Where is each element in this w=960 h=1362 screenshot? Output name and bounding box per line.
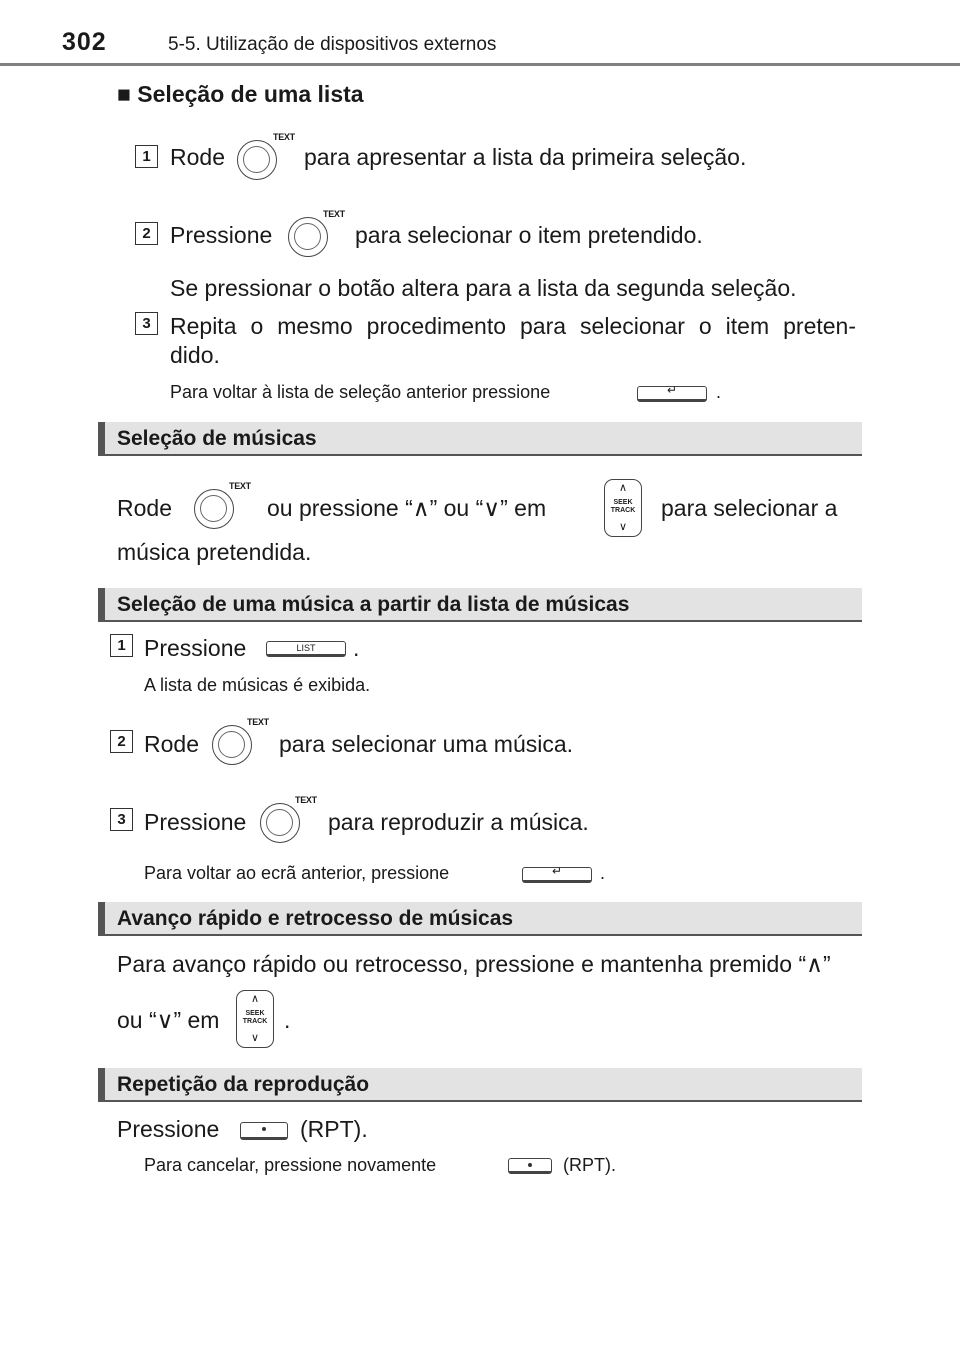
tune-knob-icon bbox=[237, 140, 277, 180]
tune-knob-icon bbox=[288, 217, 328, 257]
songlist-section-bar: Seleção de uma música a partir da lista … bbox=[98, 588, 862, 622]
repeat-line1-pre: Pressione bbox=[117, 1116, 220, 1142]
knob-text-label: TEXT bbox=[323, 209, 345, 219]
songs-line2: música pretendida. bbox=[117, 539, 312, 565]
repeat-note-post: (RPT). bbox=[563, 1155, 616, 1175]
rpt-button-icon bbox=[240, 1122, 288, 1140]
songs-line1-c: para selecionar a bbox=[661, 495, 838, 521]
chevron-up-icon: ∧ bbox=[250, 993, 260, 1005]
knob-text-label: TEXT bbox=[229, 481, 251, 491]
knob-text-label: TEXT bbox=[247, 717, 269, 727]
knob-text-label: TEXT bbox=[273, 132, 295, 142]
step-1-badge: 1 bbox=[110, 634, 133, 657]
rpt-button-icon bbox=[508, 1158, 552, 1174]
tune-knob-icon bbox=[194, 489, 234, 529]
square-bullet-icon: ■ bbox=[117, 81, 131, 107]
songlist-step-1-note: A lista de músicas é exibida. bbox=[144, 675, 371, 695]
repeat-note-pre: Para cancelar, pressione novamente bbox=[144, 1155, 437, 1175]
songlist-step-3-note-post: . bbox=[600, 863, 606, 883]
step-3-badge: 3 bbox=[110, 808, 133, 831]
songs-heading: Seleção de músicas bbox=[117, 427, 317, 450]
list-step-3-note-post: . bbox=[716, 382, 722, 402]
list-step-3-line1: Repita o mesmo procedimento para selecio… bbox=[170, 313, 856, 339]
page-number: 302 bbox=[62, 28, 107, 56]
ff-line2-pre: ou “∨” em bbox=[117, 1007, 220, 1033]
chevron-down-icon: ∨ bbox=[618, 521, 628, 533]
repeat-line1-post: (RPT). bbox=[300, 1116, 368, 1142]
songlist-step-2-pre: Rode bbox=[144, 731, 199, 757]
back-button-icon bbox=[637, 383, 707, 402]
repeat-heading: Repetição da reprodução bbox=[117, 1073, 370, 1096]
songlist-step-3-post: para reproduzir a música. bbox=[328, 809, 589, 835]
list-step-1-pre: Rode bbox=[170, 144, 225, 170]
chevron-down-icon: ∨ bbox=[250, 1032, 260, 1044]
step-3-badge: 3 bbox=[135, 312, 158, 335]
songs-line1-a: Rode bbox=[117, 495, 172, 521]
list-step-2-post: para selecionar o item pretendido. bbox=[355, 222, 703, 248]
list-step-1-post: para apresentar a lista da primeira sele… bbox=[304, 144, 747, 170]
songlist-step-2-post: para selecionar uma música. bbox=[279, 731, 574, 757]
step-1-badge: 1 bbox=[135, 145, 158, 168]
songlist-step-3-pre: Pressione bbox=[144, 809, 247, 835]
ff-line1: Para avanço rápido ou retrocesso, pressi… bbox=[117, 951, 831, 977]
list-step-2-pre: Pressione bbox=[170, 222, 273, 248]
ff-heading: Avanço rápido e retrocesso de músicas bbox=[117, 907, 514, 930]
knob-text-label: TEXT bbox=[295, 795, 317, 805]
step-2-badge: 2 bbox=[135, 222, 158, 245]
list-step-3-note-pre: Para voltar à lista de seleção anterior … bbox=[170, 382, 551, 402]
ff-section-bar: Avanço rápido e retrocesso de músicas bbox=[98, 902, 862, 936]
songlist-heading: Seleção de uma música a partir da lista … bbox=[117, 593, 630, 616]
songlist-step-1-post: . bbox=[353, 635, 360, 661]
tune-knob-icon bbox=[212, 725, 252, 765]
list-button-icon: LIST bbox=[266, 641, 346, 657]
chevron-up-icon: ∧ bbox=[618, 482, 628, 494]
chapter-title: 5-5. Utilização de dispositivos externos bbox=[168, 34, 497, 55]
tune-knob-icon bbox=[260, 803, 300, 843]
list-selection-heading: ■ Seleção de uma lista bbox=[117, 81, 364, 107]
songs-line1-b: ou pressione “∧” ou “∨” em bbox=[267, 495, 547, 521]
ff-line2-post: . bbox=[284, 1007, 291, 1033]
songlist-step-1-pre: Pressione bbox=[144, 635, 247, 661]
step-2-badge: 2 bbox=[110, 730, 133, 753]
back-button-icon bbox=[522, 864, 592, 883]
list-step-3-line2: dido. bbox=[170, 342, 220, 368]
songlist-step-3-note-pre: Para voltar ao ecrã anterior, pressione bbox=[144, 863, 450, 883]
list-step-2-note: Se pressionar o botão altera para a list… bbox=[170, 275, 797, 301]
songs-section-bar: Seleção de músicas bbox=[98, 422, 862, 456]
header-divider bbox=[0, 63, 960, 66]
repeat-section-bar: Repetição da reprodução bbox=[98, 1068, 862, 1102]
